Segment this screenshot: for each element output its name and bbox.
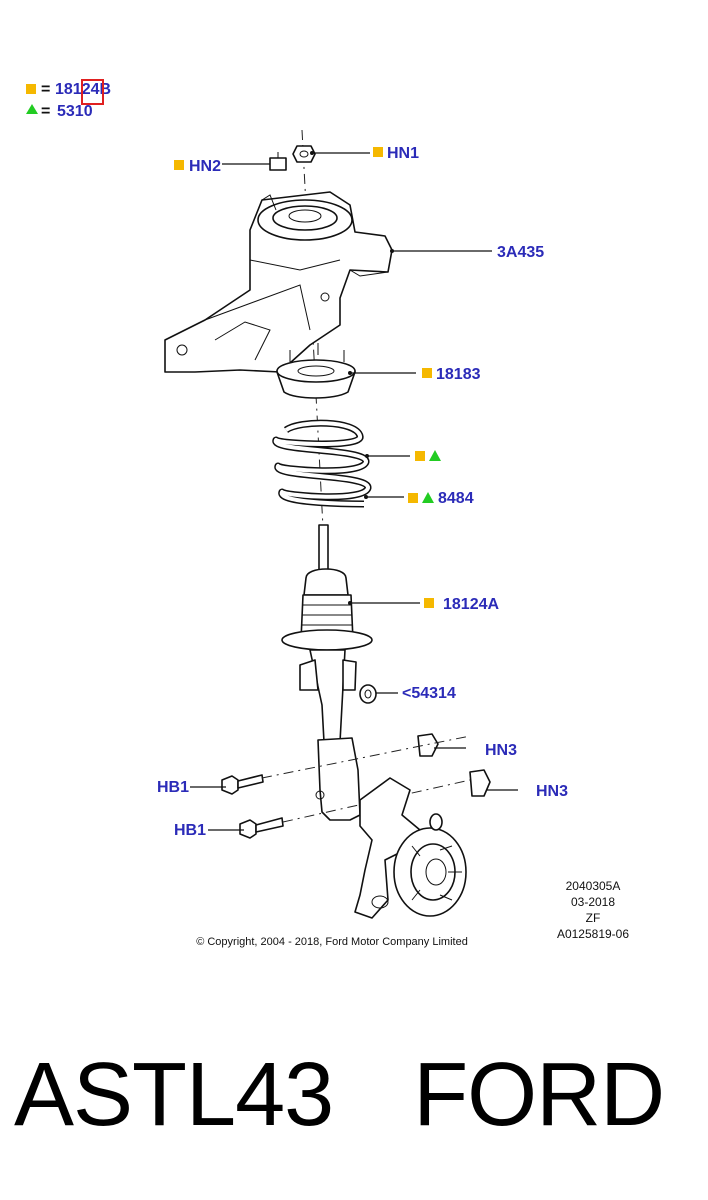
label-18124a: 18124A	[443, 596, 499, 613]
triangle-marker-icon	[429, 450, 441, 461]
drawing-number: 2040305A	[566, 879, 621, 893]
nut-hn3-upper	[417, 733, 439, 757]
strut-assembly-diagram: = 18124B = 5310	[26, 79, 629, 948]
part-number: ASTL43	[14, 1045, 334, 1145]
legend-equals-2: =	[41, 103, 50, 120]
drawing-code: ZF	[586, 911, 601, 925]
label-hn3-upper: HN3	[485, 742, 517, 759]
callout-markers	[174, 147, 441, 608]
copyright-notice: © Copyright, 2004 - 2018, Ford Motor Com…	[196, 936, 468, 948]
square-marker-icon	[424, 598, 434, 608]
label-hn3-lower: HN3	[536, 783, 568, 800]
drawing-info: 2040305A 03-2018 ZF A0125819-06	[557, 879, 629, 941]
bolt-hb1-lower	[239, 817, 284, 839]
brand-name: FORD	[413, 1045, 665, 1145]
nut-hn1	[292, 145, 316, 163]
bolt-hb1-upper	[221, 774, 264, 795]
strut-18124a	[281, 524, 373, 821]
label-8484: 8484	[438, 490, 474, 507]
drawing-date: 03-2018	[571, 895, 615, 909]
drawing-reference: A0125819-06	[557, 927, 629, 941]
upper-mount-3a435	[164, 191, 393, 373]
bolt-axis-upper	[261, 735, 471, 779]
label-3a435: 3A435	[497, 244, 544, 261]
label-18183: 18183	[436, 366, 481, 383]
nut-hn2	[269, 152, 287, 171]
leader-lines	[190, 151, 518, 831]
nut-hn3-lower	[469, 769, 491, 797]
legend-equals-1: =	[41, 81, 50, 98]
label-54314: <54314	[402, 685, 456, 702]
legend-code-square: 18124B	[55, 81, 111, 98]
legend: = 18124B = 5310	[26, 79, 111, 120]
square-marker-icon	[26, 84, 36, 94]
label-hb1-upper: HB1	[157, 779, 189, 796]
label-hn2: HN2	[189, 158, 221, 175]
bushing-54314	[359, 684, 377, 704]
square-marker-icon	[373, 147, 383, 157]
steering-knuckle	[354, 777, 467, 919]
triangle-marker-icon	[422, 492, 434, 503]
legend-code-triangle: 5310	[57, 103, 93, 120]
square-marker-icon	[415, 451, 425, 461]
square-marker-icon	[408, 493, 418, 503]
coil-spring	[272, 419, 372, 508]
upper-seat-18183	[276, 343, 356, 399]
highlight-box	[81, 79, 104, 105]
square-marker-icon	[174, 160, 184, 170]
square-marker-icon	[422, 368, 432, 378]
triangle-marker-icon	[26, 104, 38, 114]
label-hb1-lower: HB1	[174, 822, 206, 839]
label-hn1: HN1	[387, 145, 419, 162]
